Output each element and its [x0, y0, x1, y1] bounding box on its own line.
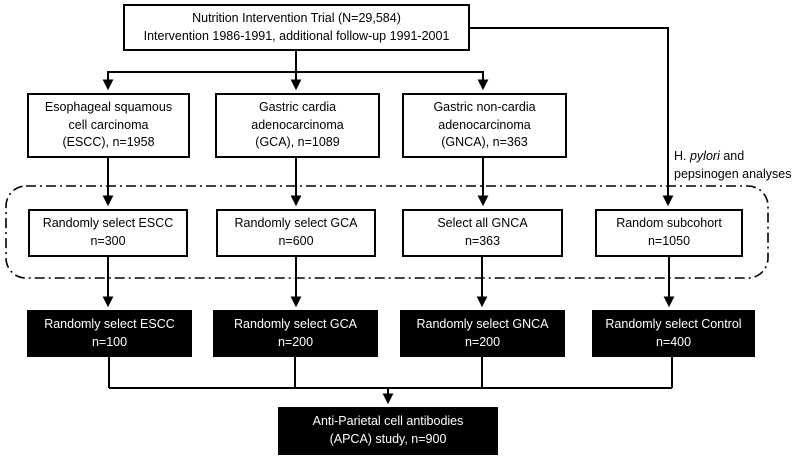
gca-box: Gastric cardia adenocarcinoma (GCA), n=1… [215, 93, 380, 158]
analysis-region-label: H. pylori and pepsinogen analyses [674, 148, 800, 183]
sample-control-box: Randomly select Control n=400 [592, 310, 755, 357]
gnca-box-line3: (GNCA), n=363 [441, 135, 528, 150]
select-escc-line2: n=300 [90, 234, 126, 248]
gca-box-line1: Gastric cardia [258, 99, 337, 114]
subcohort-line2: n=1050 [647, 234, 691, 248]
sample-gnca-line2: n=200 [464, 334, 501, 349]
analysis-label-suffix: and [723, 149, 745, 163]
trial-box: Nutrition Intervention Trial (N=29,584) … [123, 4, 470, 51]
subcohort-line1: Random subcohort [616, 216, 722, 231]
select-escc-line1: Randomly select ESCC [42, 216, 174, 231]
select-gnca-line2: n=363 [464, 234, 501, 248]
select-gca-line1: Randomly select GCA [234, 216, 358, 231]
trial-box-line1: Nutrition Intervention Trial (N=29,584) [192, 10, 401, 25]
gca-box-line2: adenocarcinoma [251, 117, 344, 132]
gnca-box: Gastric non-cardia adenocarcinoma (GNCA)… [402, 93, 567, 158]
apca-box: Anti-Parietal cell antibodies (APCA) stu… [278, 407, 498, 455]
analysis-label-italic: pylori [689, 149, 720, 163]
sample-escc-line1: Randomly select ESCC [44, 316, 175, 331]
gca-box-line3: (GCA), n=1089 [255, 135, 340, 150]
sample-escc-box: Randomly select ESCC n=100 [27, 310, 192, 357]
subcohort-box: Random subcohort n=1050 [595, 209, 743, 257]
gnca-box-line2: adenocarcinoma [438, 117, 531, 132]
analysis-label-prefix: H. [674, 149, 687, 163]
select-gca-box: Randomly select GCA n=600 [216, 209, 376, 257]
select-gca-line2: n=600 [278, 234, 314, 248]
trial-box-line2: Intervention 1986-1991, additional follo… [143, 28, 450, 43]
apca-box-line2: (APCA) study, n=900 [329, 432, 447, 446]
analysis-label-line2: pepsinogen analyses [674, 166, 792, 181]
sample-control-line1: Randomly select Control [605, 316, 742, 331]
escc-box-line2: cell carcinoma [68, 117, 149, 132]
sample-control-line2: n=400 [655, 334, 692, 349]
escc-box-line3: (ESCC), n=1958 [62, 135, 155, 150]
select-gnca-box: Select all GNCA n=363 [402, 209, 563, 257]
sample-gnca-box: Randomly select GNCA n=200 [400, 310, 565, 357]
sample-gca-line1: Randomly select GCA [234, 316, 357, 331]
apca-box-line1: Anti-Parietal cell antibodies [312, 414, 464, 429]
sample-gca-line2: n=200 [277, 334, 314, 349]
sample-gnca-line1: Randomly select GNCA [416, 316, 549, 331]
select-gnca-line1: Select all GNCA [437, 216, 528, 231]
escc-box: Esophageal squamous cell carcinoma (ESCC… [27, 93, 190, 158]
analysis-label-line1: H. pylori and [674, 148, 800, 166]
analysis-region-outline [5, 185, 769, 279]
select-escc-box: Randomly select ESCC n=300 [28, 209, 188, 257]
sample-escc-line2: n=100 [91, 334, 128, 349]
gnca-box-line1: Gastric non-cardia [433, 99, 536, 114]
escc-box-line1: Esophageal squamous [44, 99, 173, 114]
sample-gca-box: Randomly select GCA n=200 [213, 310, 378, 357]
